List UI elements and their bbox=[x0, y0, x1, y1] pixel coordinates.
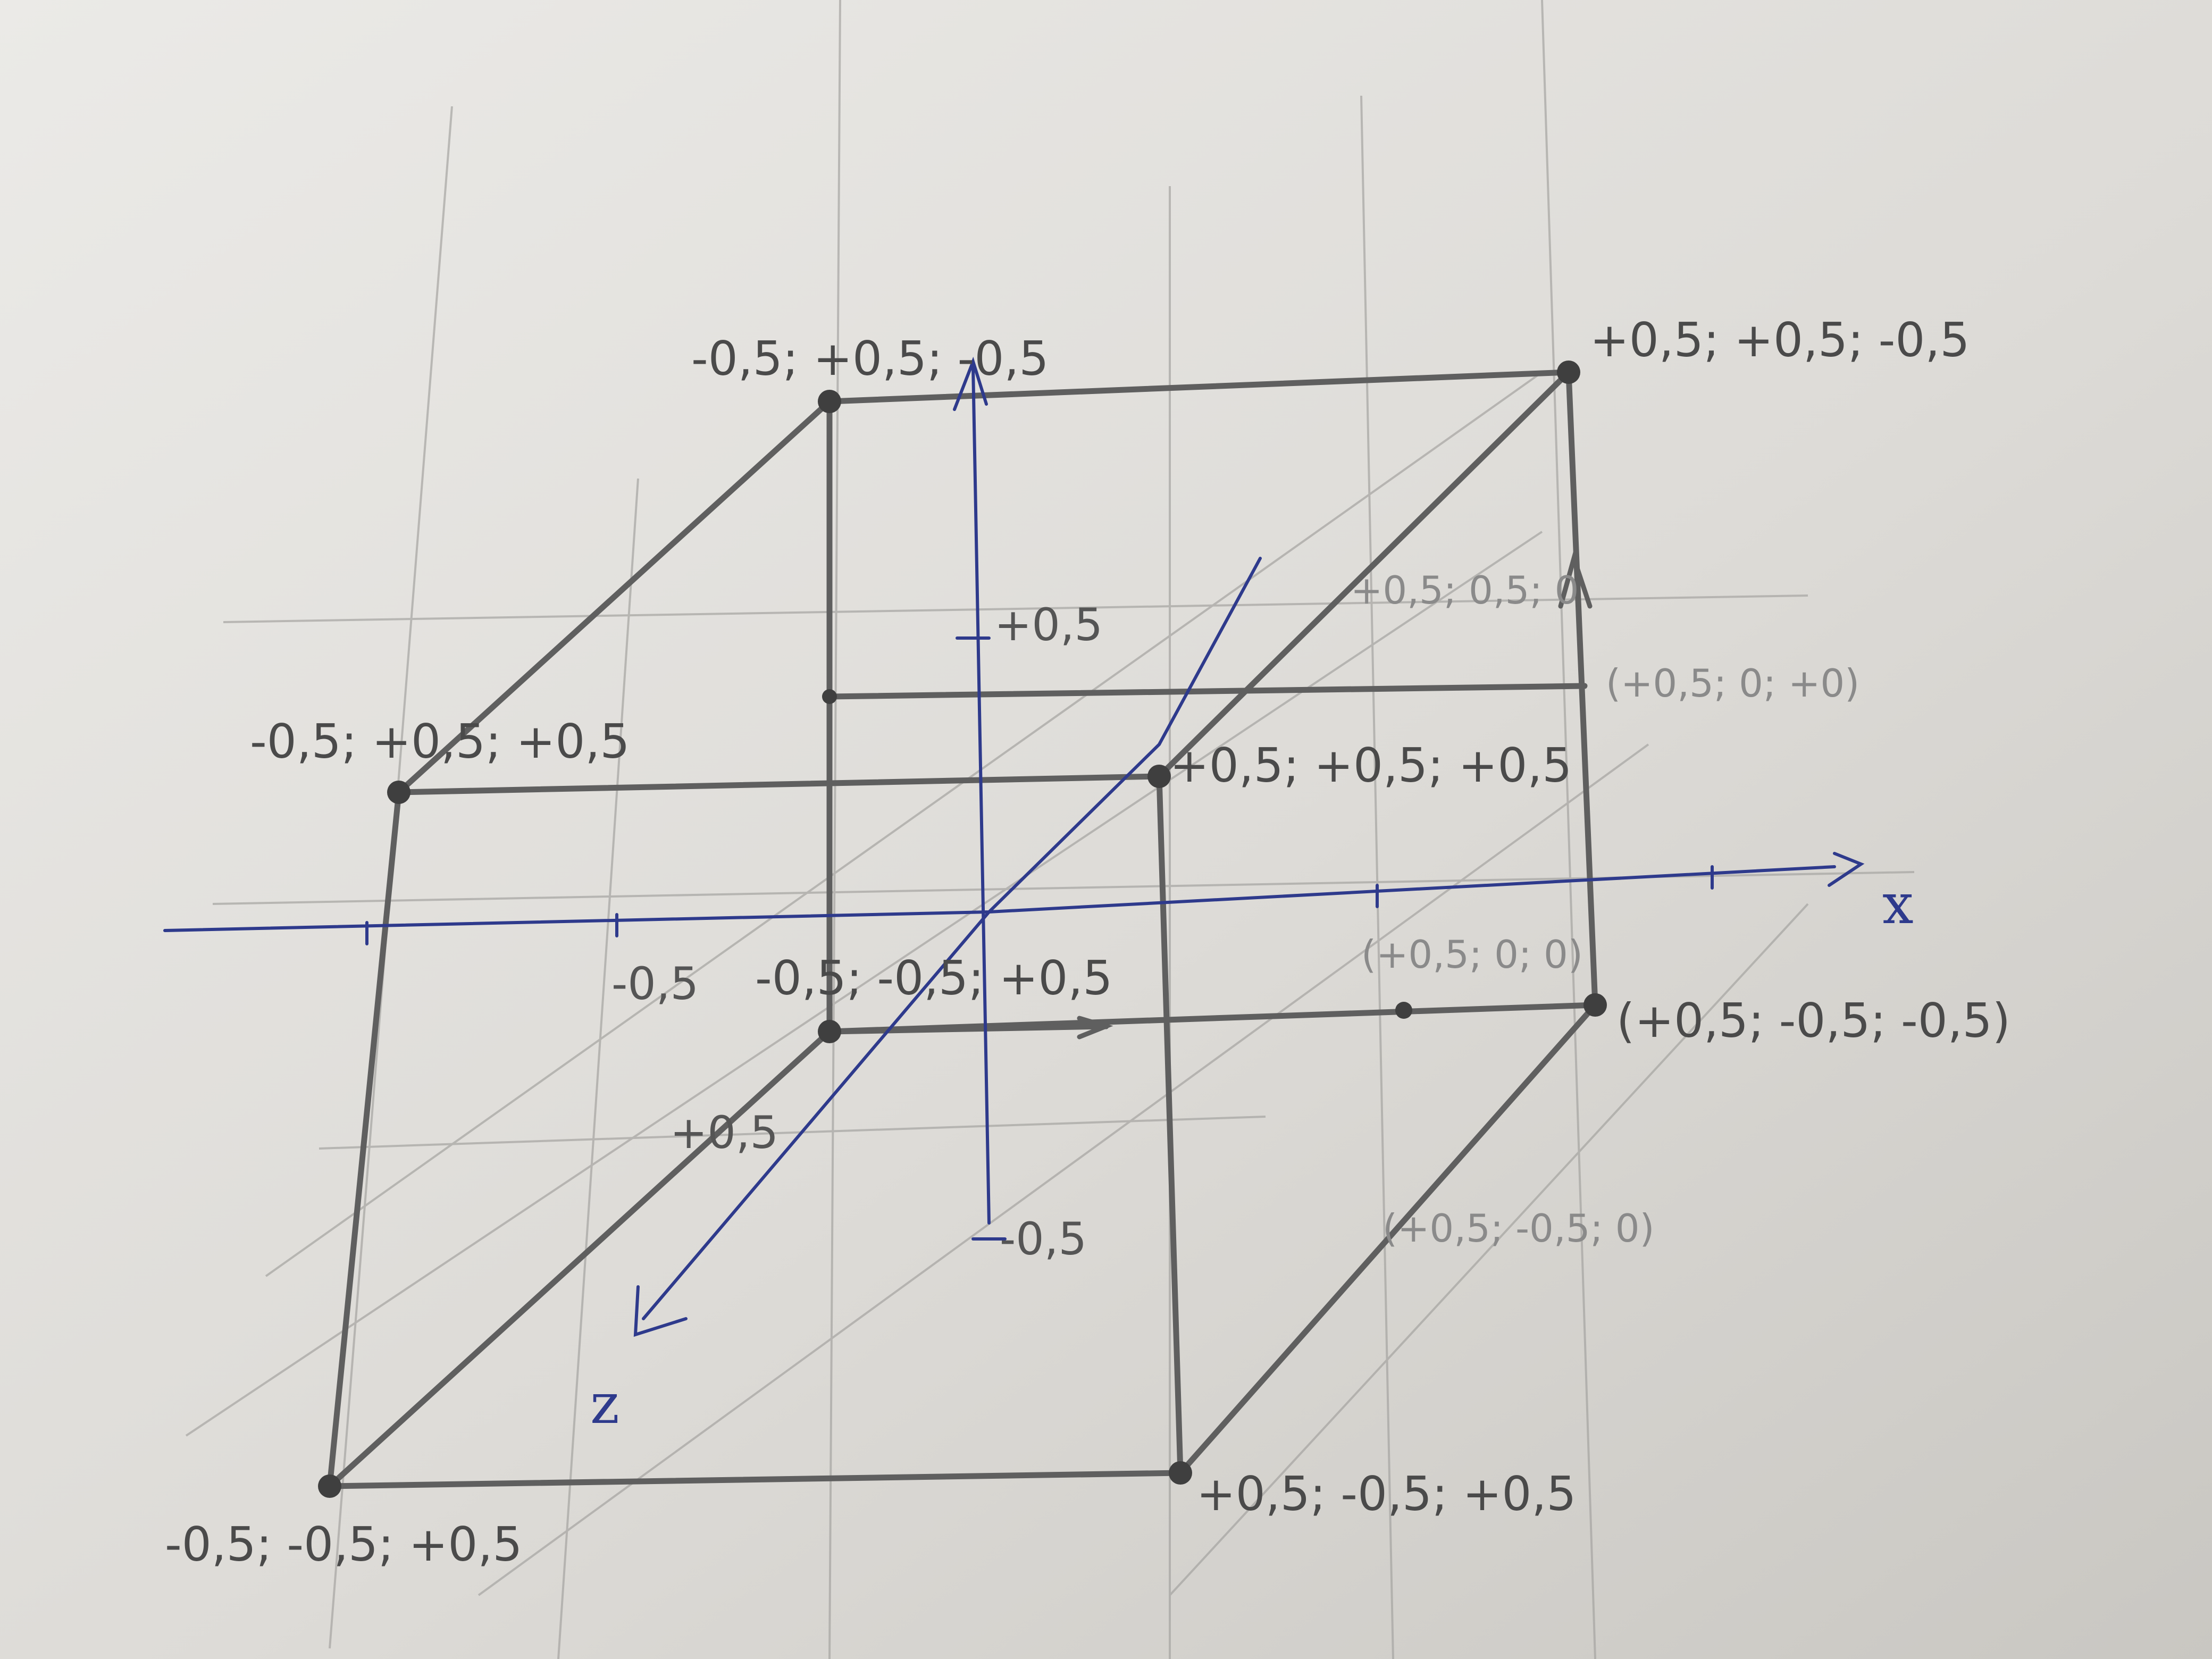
faint-guide-lines bbox=[185, 0, 1915, 1659]
vertex-dot bbox=[1583, 993, 1607, 1017]
vertex-label-front-top-left: -0,5; +0,5; +0,5 bbox=[250, 714, 630, 769]
midpoint-dot bbox=[1395, 1002, 1412, 1019]
vertex-dot bbox=[1557, 361, 1580, 384]
vertex-label-front-bottom-left: -0,5; -0,5; +0,5 bbox=[165, 1517, 523, 1572]
midpoint-label-axis-x: (+0,5; 0; 0) bbox=[1361, 932, 1583, 977]
y-positive-tick-label: +0,5 bbox=[994, 599, 1103, 651]
vertex-dots bbox=[318, 361, 1607, 1498]
arrow-heads bbox=[1077, 550, 1593, 1040]
x-negative-tick-label: -0,5 bbox=[611, 958, 699, 1010]
vertex-dot bbox=[318, 1474, 341, 1498]
edge-arrow-icon bbox=[1077, 1016, 1113, 1040]
vertex-label-front-top-right: +0,5; +0,5; +0,5 bbox=[1170, 738, 1572, 793]
y-negative-tick-label: -0,5 bbox=[1000, 1213, 1087, 1265]
vertex-dot bbox=[1147, 765, 1171, 788]
z-axis-line bbox=[642, 557, 1262, 1320]
cube-edges bbox=[326, 369, 1598, 1489]
midpoint-label-bottom-edge: (+0,5; -0,5; 0) bbox=[1382, 1206, 1655, 1251]
vertex-label-back-bottom-left: -0,5; -0,5; +0,5 bbox=[755, 951, 1113, 1006]
coordinate-axes bbox=[163, 356, 1865, 1337]
midpoint-label-top-face: +0,5; 0,5; 0 bbox=[1351, 568, 1579, 613]
z-axis-label: z bbox=[590, 1371, 619, 1436]
vertex-label-front-bottom-right: +0,5; -0,5; +0,5 bbox=[1196, 1467, 1577, 1521]
vertex-label-back-top-right: +0,5; +0,5; -0,5 bbox=[1590, 313, 1970, 367]
edge-arrow-icon bbox=[1558, 550, 1593, 609]
vertex-dot bbox=[818, 1020, 841, 1043]
z-positive-tick-label: +0,5 bbox=[670, 1107, 778, 1159]
y-axis-line bbox=[971, 365, 991, 1225]
x-axis-label: x bbox=[1882, 872, 1914, 936]
vertex-dot bbox=[1169, 1461, 1192, 1485]
vertex-dot bbox=[818, 390, 841, 413]
y-axis-arrow-icon bbox=[953, 356, 988, 411]
vertex-label-back-top-left: -0,5; +0,5; -0,5 bbox=[691, 331, 1049, 386]
z-axis-arrow-icon bbox=[633, 1285, 688, 1337]
vertex-dot bbox=[387, 781, 410, 804]
x-axis-arrow-icon bbox=[1828, 852, 1865, 887]
midpoint-label-right-face: (+0,5; 0; +0) bbox=[1606, 661, 1860, 706]
midpoint-dot bbox=[822, 689, 837, 704]
vertex-label-back-bottom-right: (+0,5; -0,5; -0,5) bbox=[1616, 993, 2010, 1048]
